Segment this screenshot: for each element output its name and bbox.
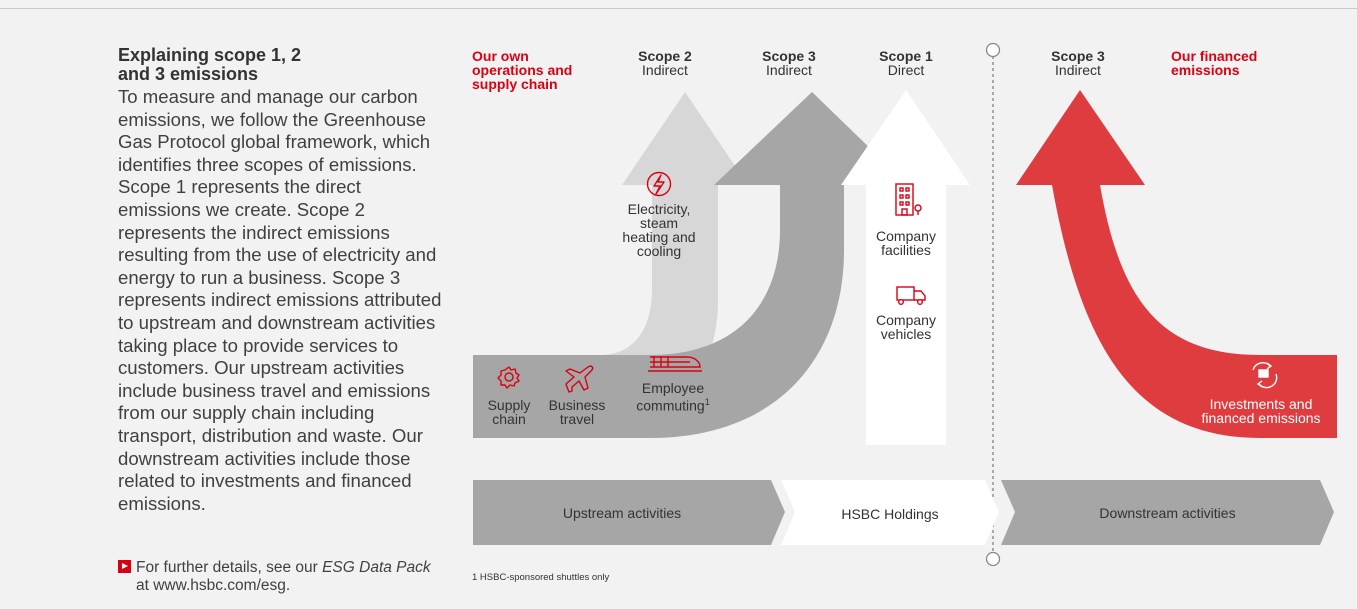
further-details: For further details, see our ESG Data Pa… [118,559,458,594]
building-icon [895,183,922,216]
supply-chain-label: Supply chain [487,397,531,427]
scope1-subtitle: Direct [887,62,925,78]
scope3-downstream-arrow [1016,90,1337,438]
scope2-subtitle: Indirect [642,62,688,78]
intro-body: To measure and manage our carbon emissio… [118,86,442,514]
more-suffix: at www.hsbc.com/esg. [136,576,291,594]
truck-icon [896,286,926,306]
intro-heading: Explaining scope 1, 2 and 3 emissions [118,45,302,84]
cycle-icon [1252,362,1278,389]
top-rule [0,8,1357,9]
train-icon [648,356,702,372]
scope1-arrow [841,90,970,445]
scope3b-title: Scope 3 [1051,48,1105,64]
scope3-upstream-header: Scope 3 Indirect [744,49,834,77]
scope3a-subtitle: Indirect [766,62,812,78]
footnote-ref: 1 [704,397,710,407]
esg-data-pack-link[interactable]: ESG Data Pack [322,559,431,576]
investments-label: Investments and financed emissions [1201,396,1321,426]
downstream-band [1001,480,1334,545]
hsbc-holdings-label: HSBC Holdings [841,506,939,522]
footnote: 1 HSBC-sponsored shuttles only [472,572,610,583]
arrow-bullet-icon [118,560,131,573]
company-vehicles-label: Company vehicles [876,312,936,342]
intro-panel: Explaining scope 1, 2 and 3 emissions To… [118,46,448,515]
scope1-title: Scope 1 [879,48,933,64]
hsbc-band [781,480,999,545]
gear-icon [497,366,520,389]
electricity-label: Electricity, steam heating and cooling [622,201,696,259]
company-facilities-label: Company facilities [876,228,936,258]
scope1-header: Scope 1 Direct [861,49,951,77]
more-prefix: For further details, see our [136,559,323,576]
downstream-activities-label: Downstream activities [1099,505,1236,521]
scope3-upstream-arrow [473,92,908,438]
own-operations-header: Our own operations and supply chain [472,48,573,92]
scope3a-title: Scope 3 [762,48,816,64]
divider-bottom-node [985,551,1001,567]
scope2-title: Scope 2 [638,48,692,64]
financed-emissions-header: Our financed emissions [1171,48,1258,78]
plane-icon [565,365,594,393]
scope2-header: Scope 2 Indirect [620,49,710,77]
divider-top-node [985,42,1001,58]
upstream-band [473,480,785,545]
business-travel-label: Business travel [548,397,606,427]
employee-commuting-label: Employee commuting1 [636,380,710,414]
lightning-icon [646,171,672,197]
scope3-downstream-header: Scope 3 Indirect [1033,49,1123,77]
scope2-arrow [473,92,748,438]
scope3b-subtitle: Indirect [1055,62,1101,78]
upstream-activities-label: Upstream activities [562,505,682,521]
